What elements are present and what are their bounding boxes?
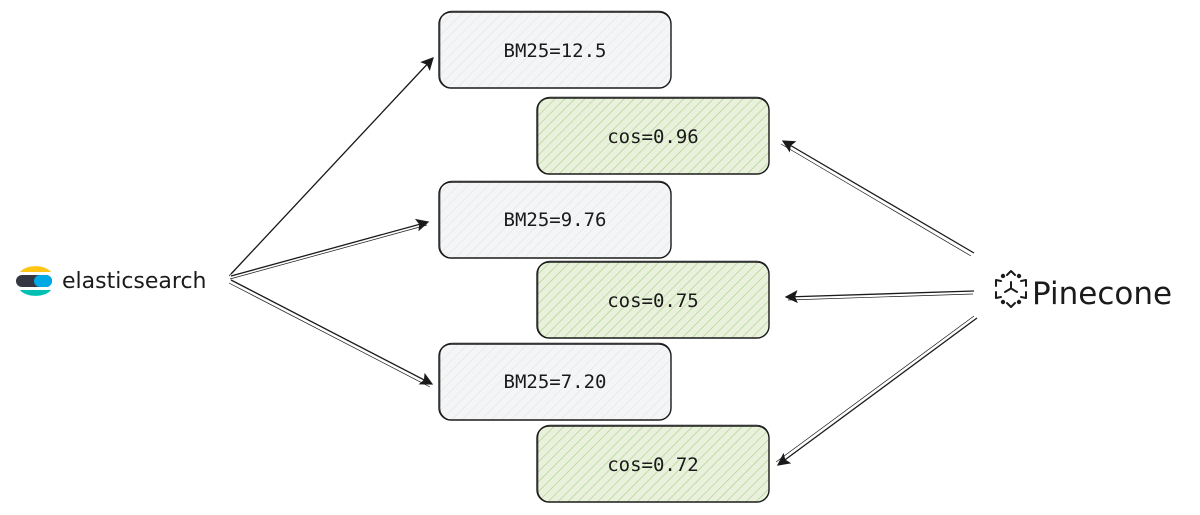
elasticsearch-logo-icon <box>16 266 52 296</box>
result-box: BM25=9.76 <box>438 180 672 259</box>
result-label: cos=0.96 <box>607 126 699 148</box>
elasticsearch-arrows <box>228 57 434 388</box>
pinecone-label: Pinecone <box>1032 276 1172 312</box>
result-box: BM25=7.20 <box>438 342 672 421</box>
result-label: BM25=9.76 <box>504 209 607 231</box>
elasticsearch-label: elasticsearch <box>62 269 207 294</box>
result-box: cos=0.75 <box>536 260 770 339</box>
result-box: BM25=12.5 <box>438 10 672 89</box>
result-label: BM25=12.5 <box>504 40 607 62</box>
result-box: cos=0.96 <box>536 96 770 175</box>
arrow-es-to-bm25-2 <box>230 218 430 277</box>
arrow-pc-to-cos-1 <box>781 140 975 254</box>
result-boxes: BM25=12.5 cos=0.96 BM25=9.76 cos=0.75 BM… <box>438 10 770 503</box>
elasticsearch-logo: elasticsearch <box>16 266 207 296</box>
result-label: cos=0.72 <box>607 454 699 476</box>
result-label: cos=0.75 <box>607 290 699 312</box>
arrow-pc-to-cos-3 <box>776 317 978 466</box>
arrow-pc-to-cos-2 <box>784 290 975 304</box>
pinecone-arrows <box>775 140 978 466</box>
pinecone-logo: Pinecone <box>995 270 1172 312</box>
pinecone-logo-icon <box>995 270 1027 308</box>
result-label: BM25=7.20 <box>504 371 607 393</box>
result-box: cos=0.72 <box>536 424 770 503</box>
arrow-es-to-bm25-3 <box>230 279 434 385</box>
